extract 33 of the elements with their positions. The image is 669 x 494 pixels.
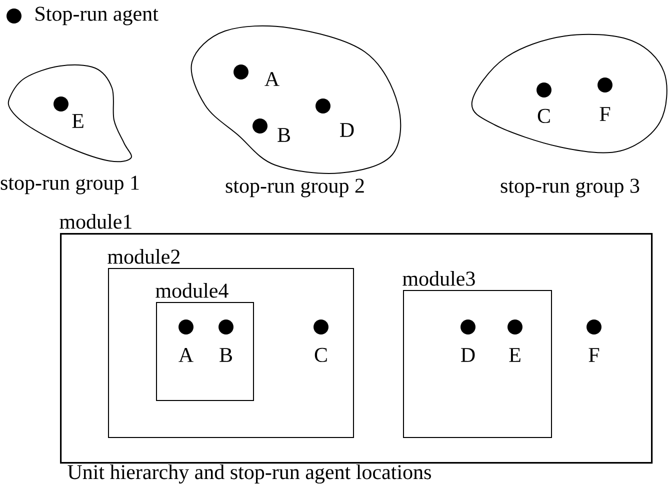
legend-text: Stop-run agent (36, 6, 158, 26)
module-label: module4 (156, 283, 228, 298)
agent-letter: D (461, 348, 475, 362)
agent-letter: D (340, 123, 354, 137)
agent-letter: E (72, 114, 84, 128)
agent-letter: E (509, 348, 520, 362)
agent-dot (598, 78, 612, 92)
agent-dot (234, 64, 248, 80)
agent-dot (508, 320, 522, 334)
group-label: stop-run group 1 (0, 176, 139, 194)
agent-letter: F (600, 107, 610, 121)
module-label: module1 (60, 214, 132, 229)
group-label: stop-run group 2 (226, 178, 364, 198)
agent-dot (586, 320, 602, 334)
agent-letter: A (264, 72, 280, 86)
module-label: module2 (108, 249, 180, 264)
agent-dot (54, 96, 68, 112)
agent-dot (218, 320, 234, 334)
agent-letter: C (314, 348, 327, 362)
agent-letter: C (538, 108, 550, 124)
agent-dot (536, 82, 552, 98)
agent-letter: B (220, 348, 232, 362)
caption: Unit hierarchy and stop-run agent locations (68, 464, 431, 484)
agent-dot (178, 320, 194, 334)
agent-dot (316, 98, 330, 114)
module-label: module3 (402, 271, 475, 286)
agent-dot (460, 320, 476, 334)
agent-letter: F (588, 348, 600, 362)
agent-dot (252, 118, 268, 134)
group-label: stop-run group 3 (500, 178, 640, 198)
agent-letter: B (278, 128, 290, 142)
agent-dot (314, 320, 328, 334)
agent-letter: A (178, 348, 194, 362)
